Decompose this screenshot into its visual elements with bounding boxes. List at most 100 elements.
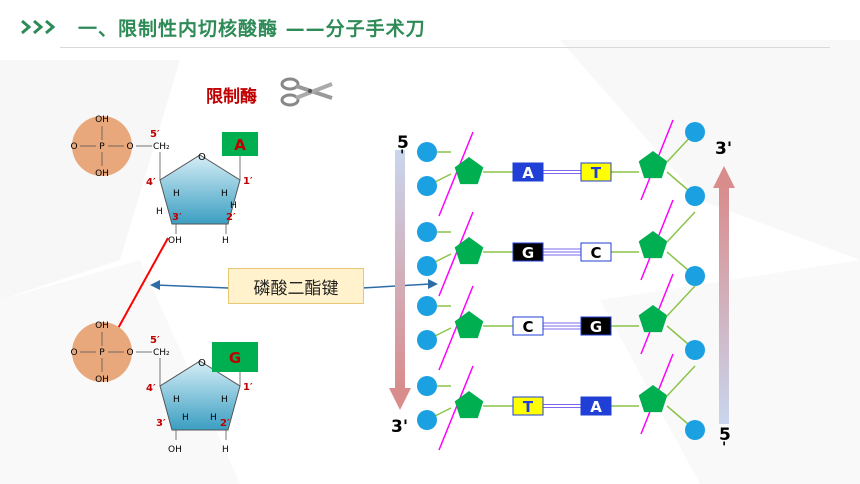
pos-2: 2′ bbox=[220, 418, 230, 429]
base-box-A bbox=[580, 396, 612, 416]
h-label: H bbox=[230, 201, 237, 211]
header: 一、限制性内切核酸酶 ——分子手术刀 bbox=[20, 10, 426, 44]
phosphate-dot bbox=[417, 330, 437, 350]
base-letter: A bbox=[522, 164, 534, 182]
pos-5: 5′ bbox=[150, 129, 160, 140]
phosphate-circle bbox=[72, 322, 132, 382]
oh-label: OH bbox=[168, 445, 182, 455]
right-direction-arrow bbox=[713, 166, 735, 424]
base-box-A bbox=[512, 162, 544, 182]
enzyme-label: 限制酶 bbox=[206, 87, 257, 107]
base-box-T bbox=[512, 396, 544, 416]
sugar-pentagon bbox=[454, 391, 484, 419]
h-label: H bbox=[173, 189, 180, 199]
left-direction-arrow bbox=[389, 150, 411, 410]
right-bottom-end-label: 5 bbox=[719, 425, 731, 445]
chevrons-icon bbox=[21, 19, 56, 35]
h-bottom-label: H bbox=[222, 236, 229, 246]
nucleotide-top: OH O P O OH CH₂ 5′ O 4′ 3′ 2′ 1′ H H H H… bbox=[70, 115, 258, 246]
link-line bbox=[666, 365, 696, 397]
ch2-label: CH₂ bbox=[153, 348, 170, 358]
phosphate-dot bbox=[685, 186, 705, 206]
left-top-end-label: 5 bbox=[397, 133, 409, 153]
title-divider bbox=[60, 47, 830, 48]
ring-o: O bbox=[198, 358, 206, 369]
phosphate-dot bbox=[417, 176, 437, 196]
sugar-pentagon bbox=[454, 237, 484, 265]
link-line bbox=[666, 211, 696, 243]
phosphate-dot bbox=[417, 222, 437, 242]
ring-o: O bbox=[198, 152, 206, 163]
left-backbone-segment bbox=[438, 211, 474, 297]
phosphate-dot bbox=[417, 376, 437, 396]
pos-1: 1′ bbox=[243, 382, 253, 393]
base-box bbox=[222, 132, 258, 156]
pos-2: 2′ bbox=[226, 212, 236, 223]
left-backbone-segment bbox=[438, 365, 474, 451]
phosphate-dot bbox=[417, 142, 437, 162]
bond-callout: 磷酸二酯键 bbox=[228, 268, 364, 304]
base-box-G bbox=[512, 242, 544, 262]
p-oh-top: OH bbox=[95, 321, 109, 331]
page-title: 一、限制性内切核酸酶 ——分子手术刀 bbox=[78, 17, 426, 40]
base-letter: G bbox=[522, 244, 534, 262]
right-top-end-label: 3' bbox=[715, 139, 732, 159]
dna-rungs: A T G C C G T A bbox=[417, 119, 705, 451]
phosphate-dot bbox=[417, 296, 437, 316]
p-o-left: O bbox=[70, 142, 77, 152]
base-letter: T bbox=[523, 398, 534, 416]
scissors-icon bbox=[280, 77, 333, 107]
p-o-left: O bbox=[70, 348, 77, 358]
sugar-pentagon bbox=[638, 305, 668, 333]
nucleotide-bottom: OH O P O OH CH₂ 5′ O 4′ 3′ 2′ 1′ H H H H… bbox=[70, 321, 258, 455]
base-letter: G bbox=[229, 349, 241, 367]
base-box-C bbox=[580, 242, 612, 262]
nucleotide-diagram: OH O P O OH CH₂ 5′ O 4′ 3′ 2′ 1′ H H H H… bbox=[70, 115, 258, 455]
oh-label: OH bbox=[168, 236, 182, 246]
left-top-end-mark: ' bbox=[400, 148, 404, 164]
base-box-G bbox=[580, 316, 612, 336]
phosphate-dot bbox=[685, 340, 705, 360]
h-label: H bbox=[221, 189, 228, 199]
h-label: H bbox=[182, 413, 189, 423]
link-line bbox=[666, 285, 696, 317]
phosphate-circle bbox=[72, 116, 132, 176]
p-o-right: O bbox=[126, 142, 133, 152]
base-letter: A bbox=[234, 136, 246, 154]
phosphate-dot bbox=[417, 256, 437, 276]
phosphate-dot bbox=[685, 266, 705, 286]
p-atom: P bbox=[99, 348, 105, 358]
phosphate-dot bbox=[685, 122, 705, 142]
h-label: H bbox=[173, 395, 180, 405]
pos-3: 3′ bbox=[156, 418, 166, 429]
pos-3: 3′ bbox=[172, 212, 182, 223]
left-backbone-segment bbox=[438, 131, 474, 217]
sugar-pentagon bbox=[638, 151, 668, 179]
h-label: H bbox=[156, 207, 163, 217]
base-box-T bbox=[580, 162, 612, 182]
base-letter: A bbox=[590, 398, 602, 416]
right-bottom-end-mark: ' bbox=[722, 440, 726, 456]
pos-4: 4′ bbox=[146, 177, 156, 188]
p-oh-bottom: OH bbox=[95, 375, 109, 385]
h-label: H bbox=[210, 413, 217, 423]
phosphate-dot bbox=[417, 410, 437, 430]
phosphate-dot bbox=[685, 420, 705, 440]
p-atom: P bbox=[99, 142, 105, 152]
base-letter: G bbox=[590, 318, 602, 336]
pos-1: 1′ bbox=[243, 176, 253, 187]
left-bottom-end-label: 3' bbox=[391, 417, 408, 437]
h-label: H bbox=[221, 395, 228, 405]
pos-4: 4′ bbox=[146, 383, 156, 394]
base-letter: C bbox=[590, 244, 601, 262]
sugar-pentagon bbox=[638, 385, 668, 413]
p-o-right: O bbox=[126, 348, 133, 358]
base-letter: C bbox=[522, 318, 533, 336]
base-box bbox=[212, 342, 258, 372]
sugar-pentagon bbox=[638, 231, 668, 259]
sugar-pentagon bbox=[454, 311, 484, 339]
ch2-label: CH₂ bbox=[153, 142, 170, 152]
sugar-pentagon bbox=[454, 157, 484, 185]
base-letter: T bbox=[591, 164, 602, 182]
base-box-C bbox=[512, 316, 544, 336]
